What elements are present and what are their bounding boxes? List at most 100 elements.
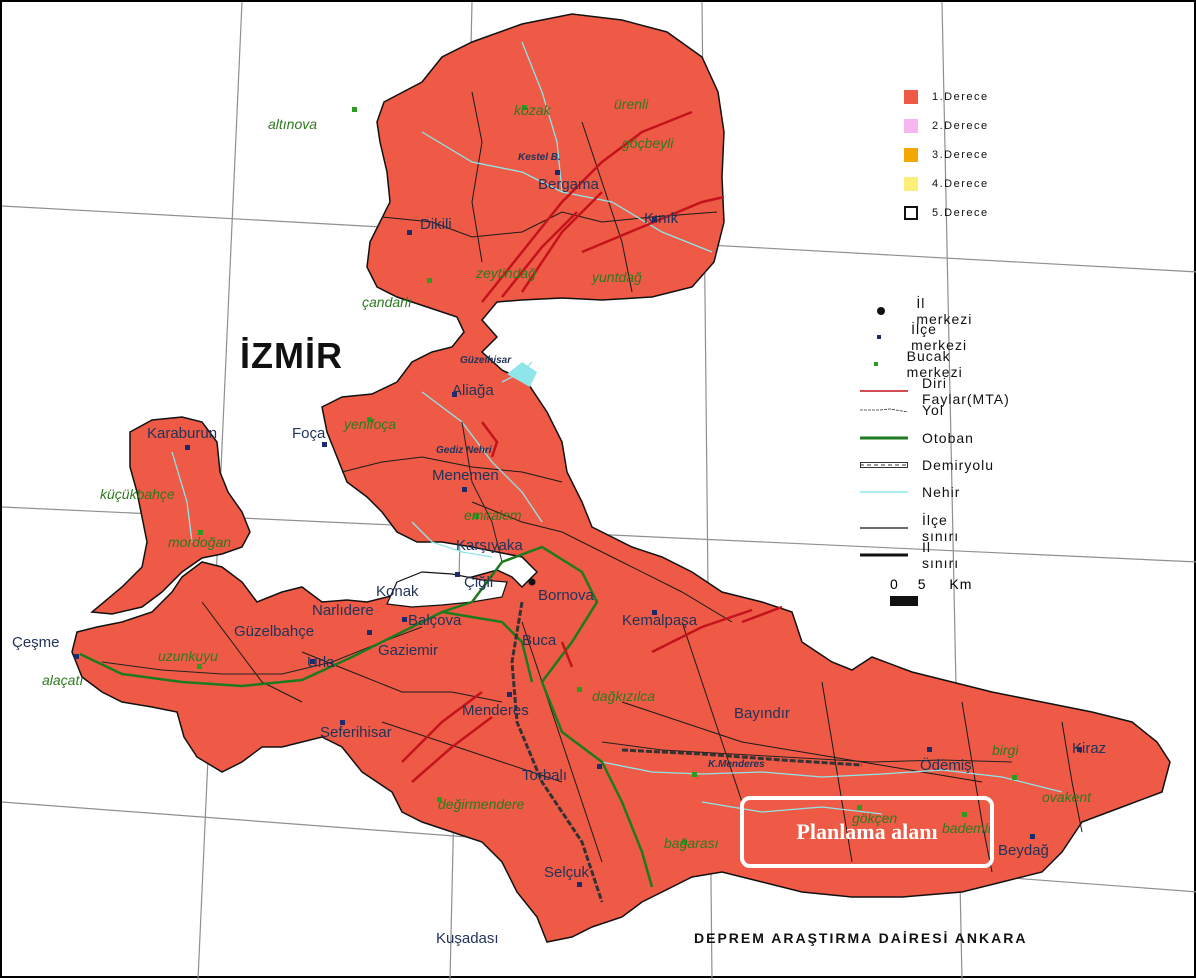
bucak-marker bbox=[522, 105, 527, 110]
bucak-marker bbox=[692, 772, 697, 777]
ilce-marker bbox=[597, 764, 602, 769]
hazard-legend-item: 1.Derece bbox=[904, 90, 989, 104]
ilce-marker bbox=[74, 654, 79, 659]
hazard-legend-label: 4.Derece bbox=[932, 178, 989, 190]
symbol-legend-label: İl sınırı bbox=[922, 539, 960, 571]
scale-bar: 0 5 Km bbox=[890, 576, 972, 606]
town-label: bağarası bbox=[664, 835, 719, 851]
symbol-legend-item: Diri Faylar(MTA) bbox=[860, 375, 1010, 407]
scale-unit: Km bbox=[949, 576, 973, 592]
district-label: Karaburun bbox=[147, 425, 218, 442]
district-label: Bayındır bbox=[734, 705, 790, 722]
hazard-legend-label: 2.Derece bbox=[932, 120, 989, 132]
black-dot-icon bbox=[860, 304, 902, 318]
scale-bar-graphic bbox=[890, 596, 918, 606]
district-label: Güzelbahçe bbox=[234, 623, 315, 640]
symbol-legend-item: İlçe merkezi bbox=[860, 321, 978, 353]
ilce-marker bbox=[310, 659, 315, 664]
town-label: dağkızılca bbox=[592, 688, 656, 704]
symbol-legend-label: Bucak merkezi bbox=[906, 348, 963, 380]
ilce-marker bbox=[185, 445, 190, 450]
town-label: yenifoça bbox=[344, 416, 397, 432]
district-label: Karşıyaka bbox=[456, 537, 523, 554]
symbol-legend-item: İlçe sınırı bbox=[860, 512, 959, 544]
swatch-degree-2 bbox=[904, 119, 918, 133]
hazard-legend-label: 3.Derece bbox=[932, 149, 989, 161]
district-label: Konak bbox=[376, 583, 419, 600]
main-landmass bbox=[71, 13, 1171, 943]
hazard-legend-item: 5.Derece bbox=[904, 206, 989, 220]
railway-line-icon bbox=[860, 458, 908, 472]
scale-zero: 0 bbox=[890, 576, 899, 592]
ilce-marker bbox=[555, 170, 560, 175]
district-label: Narlıdere bbox=[312, 602, 374, 619]
bucak-marker bbox=[367, 417, 372, 422]
ilce-marker bbox=[367, 630, 372, 635]
ilce-marker bbox=[652, 610, 657, 615]
district-label: Urla bbox=[307, 654, 335, 671]
minor-label: K.Menderes bbox=[708, 759, 765, 770]
district-label: Bornova bbox=[538, 587, 594, 604]
town-label: uzunkuyu bbox=[158, 648, 218, 664]
district-label: Ödemiş bbox=[920, 757, 972, 774]
bucak-marker bbox=[682, 840, 687, 845]
bucak-marker bbox=[577, 687, 582, 692]
planning-area-highlight: Planlama alanı bbox=[740, 796, 994, 868]
bucak-marker bbox=[197, 664, 202, 669]
district-label: Foça bbox=[292, 425, 326, 442]
symbol-legend-label: Diri Faylar(MTA) bbox=[922, 375, 1010, 407]
ilce-marker bbox=[927, 747, 932, 752]
black-line-icon bbox=[860, 521, 908, 535]
town-label: bademli bbox=[942, 820, 992, 836]
town-label: yuntdağ bbox=[592, 269, 642, 285]
symbol-legend-label: İl merkezi bbox=[916, 295, 973, 327]
symbol-legend-item: Demiryolu bbox=[860, 457, 994, 473]
ilce-marker bbox=[340, 720, 345, 725]
district-label: Dikili bbox=[420, 216, 452, 233]
district-label: Aliağa bbox=[452, 382, 494, 399]
swatch-degree-5 bbox=[904, 206, 918, 220]
rivers bbox=[171, 41, 1063, 815]
region-title: İZMİR bbox=[240, 335, 343, 376]
district-label: Kemalpaşa bbox=[622, 612, 698, 629]
source-credit: DEPREM ARAŞTIRMA DAİRESİ ANKARA bbox=[694, 930, 1028, 946]
town-label: altınova bbox=[268, 116, 318, 132]
minor-label: Gediz Nehri bbox=[436, 445, 492, 456]
hazard-legend-item: 2.Derece bbox=[904, 119, 989, 133]
ilce-marker bbox=[455, 572, 460, 577]
bucak-marker bbox=[474, 514, 479, 519]
district-label: Kınık bbox=[644, 210, 679, 227]
town-label: göçbeyli bbox=[622, 135, 674, 151]
town-label: gökçen bbox=[852, 810, 898, 826]
district-label: Gaziemir bbox=[378, 642, 439, 659]
swatch-degree-1 bbox=[904, 90, 918, 104]
symbol-legend-label: İlçe merkezi bbox=[911, 321, 968, 353]
hazard-legend-item: 4.Derece bbox=[904, 177, 989, 191]
ilce-marker bbox=[1030, 834, 1035, 839]
town-label: zeytindağ bbox=[476, 265, 536, 281]
hazard-legend-label: 5.Derece bbox=[932, 207, 989, 219]
ilce-marker bbox=[652, 217, 657, 222]
hazard-legend-label: 1.Derece bbox=[932, 91, 989, 103]
symbol-legend-item: İl sınırı bbox=[860, 539, 959, 571]
district-label: Bergama bbox=[538, 176, 599, 193]
ilce-marker bbox=[452, 392, 457, 397]
district-label: Çeşme bbox=[12, 634, 60, 651]
symbol-legend-label: Nehir bbox=[922, 484, 961, 500]
bucak-marker bbox=[962, 812, 967, 817]
province-area bbox=[71, 13, 1171, 943]
navy-dot-icon bbox=[860, 330, 897, 344]
town-label: kozak bbox=[514, 102, 551, 118]
ilce-marker bbox=[1077, 747, 1082, 752]
ilce-marker bbox=[407, 230, 412, 235]
district-borders bbox=[201, 91, 1083, 873]
symbol-legend-label: Yol bbox=[922, 402, 944, 418]
minor-label: Kestel B. bbox=[518, 152, 561, 163]
district-label: Selçuk bbox=[544, 864, 590, 881]
town-label: emiralem bbox=[464, 507, 522, 523]
symbol-legend-item: Bucak merkezi bbox=[860, 348, 978, 380]
ilce-marker bbox=[577, 882, 582, 887]
symbol-legend-item: Nehir bbox=[860, 484, 960, 500]
cyan-line-icon bbox=[860, 485, 908, 499]
